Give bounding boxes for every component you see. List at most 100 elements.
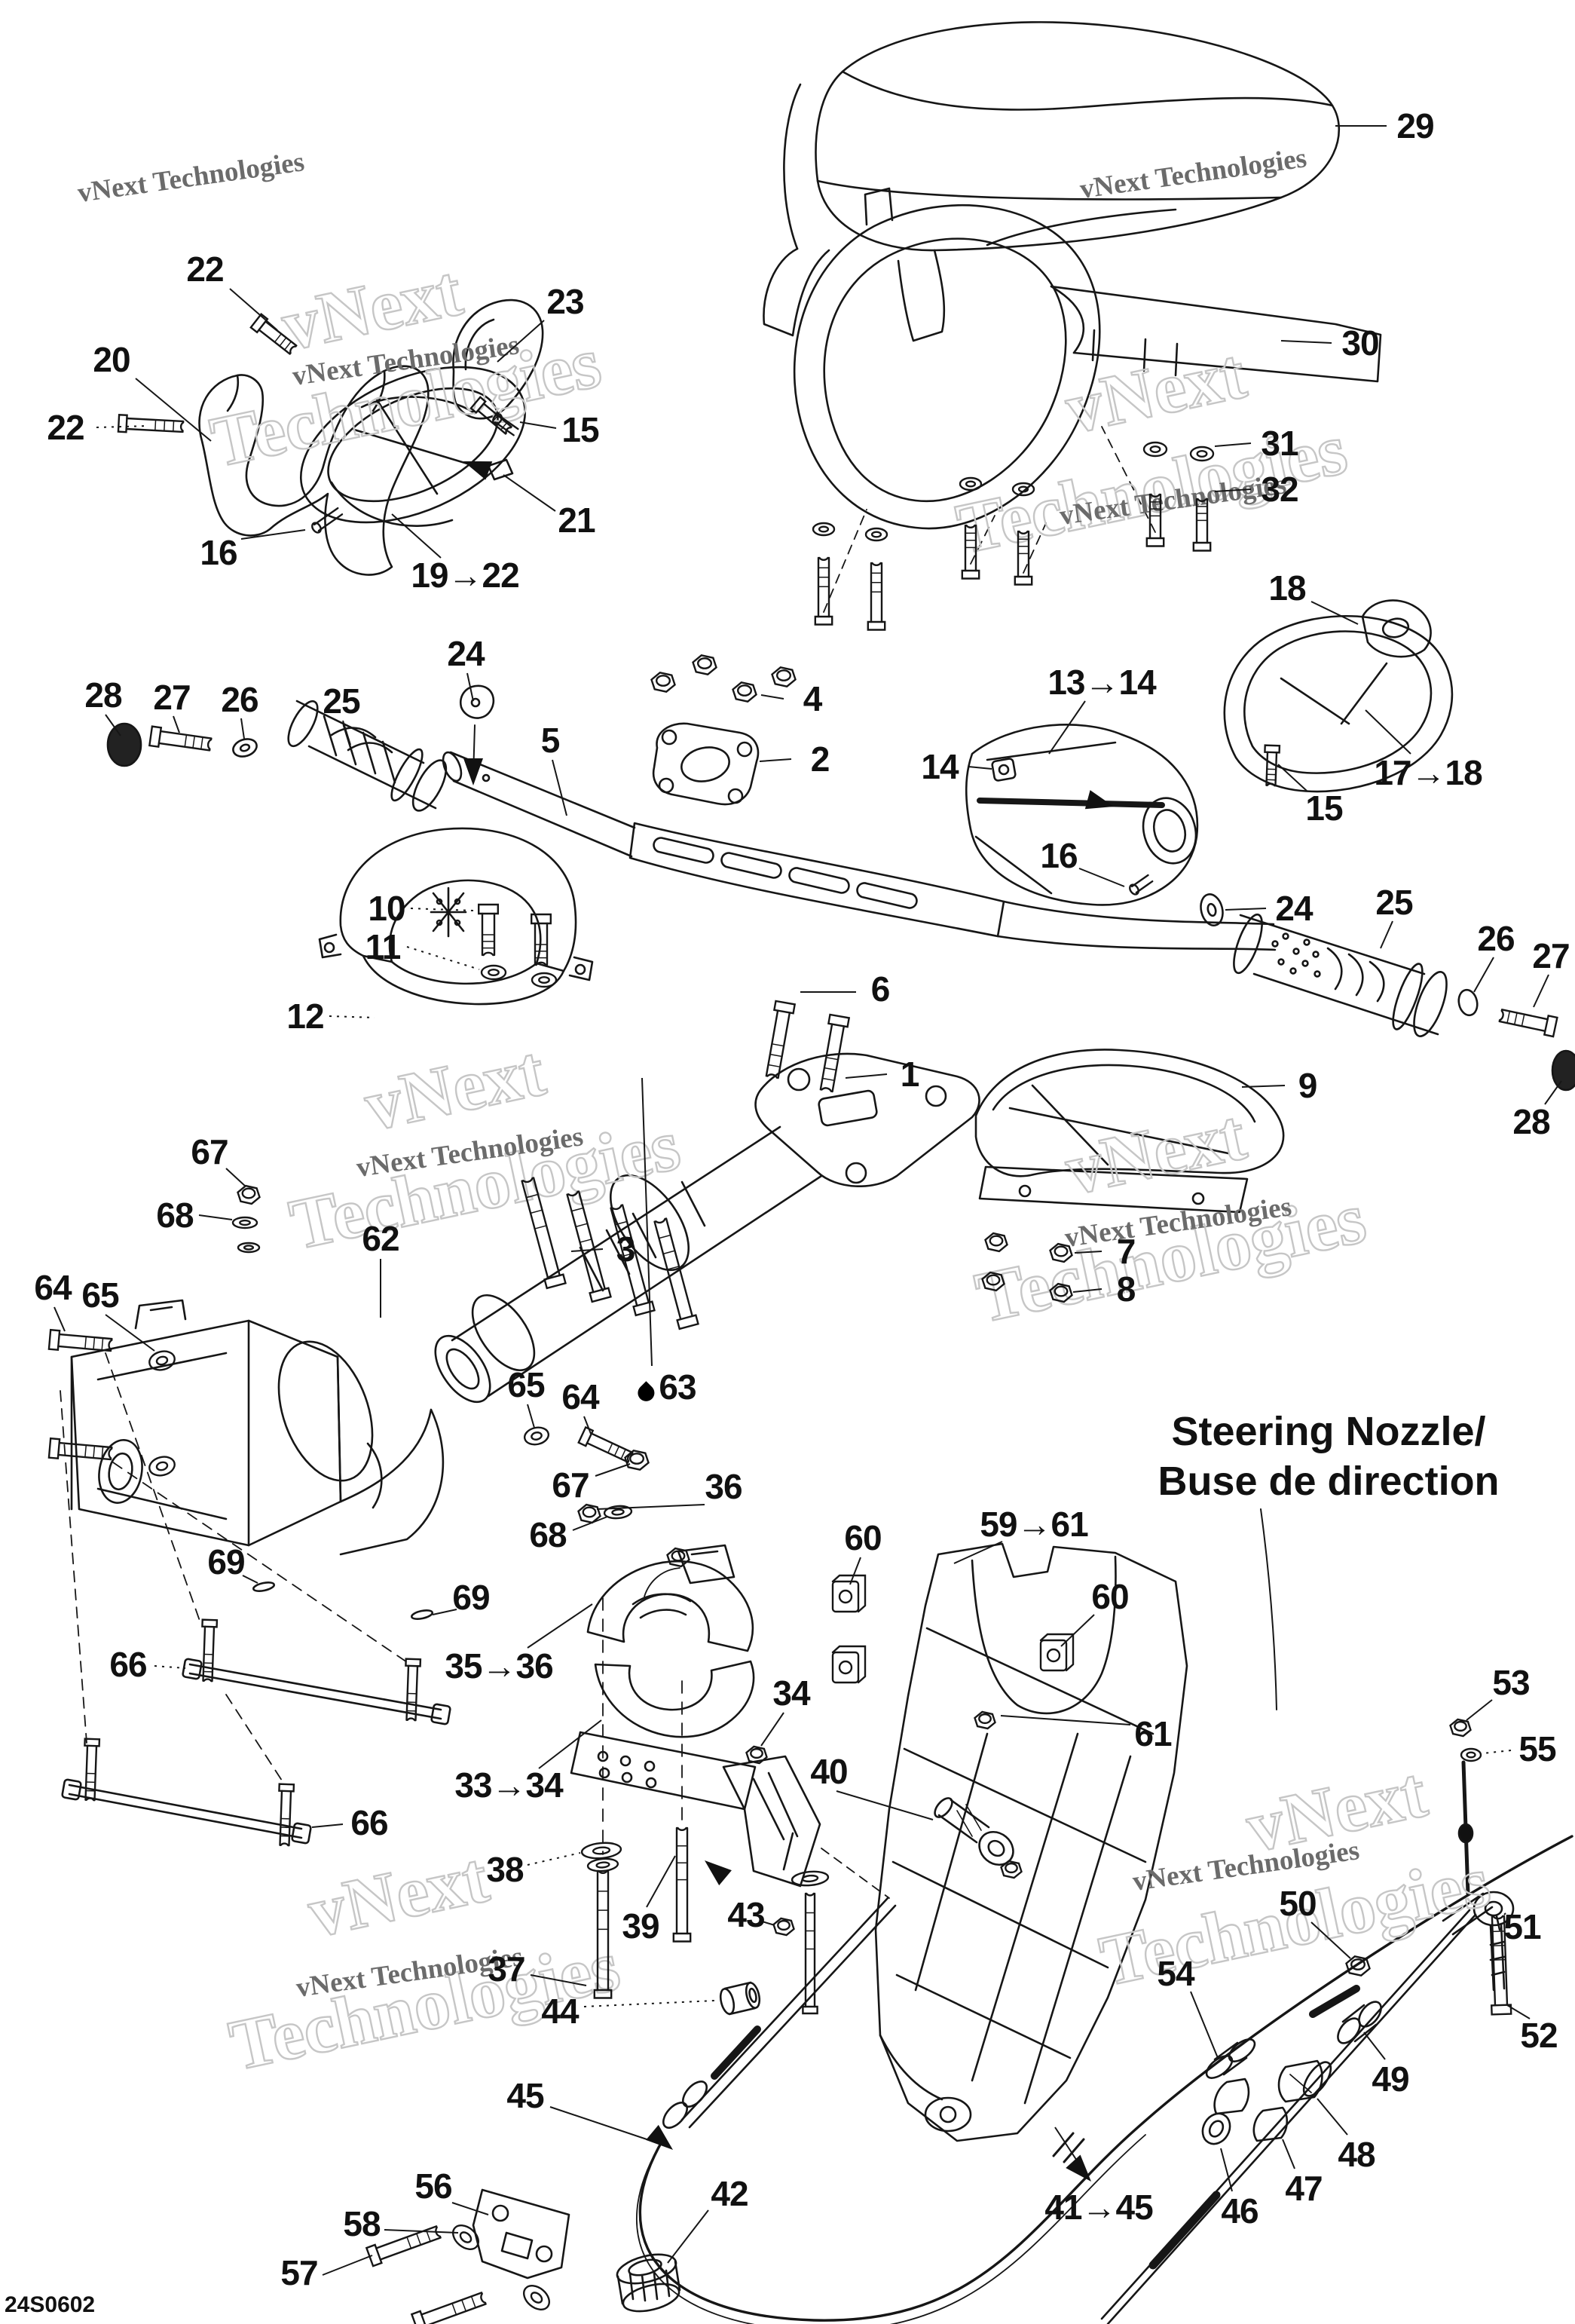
cable-bracket-art bbox=[472, 2188, 570, 2280]
callout-53: 53 bbox=[1492, 1663, 1530, 1702]
callout-45: 45 bbox=[506, 2076, 544, 2115]
callout-67: 67 bbox=[552, 1465, 589, 1505]
callout-66: 66 bbox=[109, 1645, 147, 1684]
callout-25: 25 bbox=[1375, 883, 1413, 922]
callout-69: 69 bbox=[452, 1578, 490, 1617]
hardware-art bbox=[47, 313, 1558, 2324]
callout-42: 42 bbox=[711, 2174, 748, 2213]
oil-drop-icon bbox=[634, 1381, 658, 1405]
callout-59-61: 59→61 bbox=[980, 1505, 1088, 1544]
svg-text:vNext Technologies: vNext Technologies bbox=[75, 146, 306, 209]
callout-27: 27 bbox=[153, 678, 191, 717]
callout-15: 15 bbox=[561, 410, 599, 449]
leader-lines bbox=[54, 125, 1562, 2276]
callout-3: 3 bbox=[616, 1229, 636, 1269]
clamp-axis-dashes bbox=[602, 1597, 683, 1855]
callout-68: 68 bbox=[156, 1196, 194, 1235]
callout-67: 67 bbox=[191, 1132, 228, 1171]
callout-31: 31 bbox=[1261, 424, 1298, 463]
callout-28: 28 bbox=[84, 675, 122, 715]
callout-23: 23 bbox=[546, 282, 584, 321]
callout-2: 2 bbox=[810, 739, 830, 779]
watermark: vNext Technologies bbox=[1078, 142, 1308, 205]
callout-48: 48 bbox=[1338, 2135, 1375, 2174]
callout-17-18: 17→18 bbox=[1374, 753, 1482, 792]
callout-27: 27 bbox=[1532, 936, 1570, 975]
callout-10: 10 bbox=[368, 889, 405, 928]
callout-43: 43 bbox=[727, 1895, 765, 1934]
callout-35-36: 35→36 bbox=[445, 1646, 553, 1686]
callout-44: 44 bbox=[541, 1992, 579, 2031]
callout-58: 58 bbox=[343, 2204, 381, 2243]
callout-16: 16 bbox=[1040, 836, 1078, 875]
svg-text:vNext Technologies: vNext Technologies bbox=[1078, 142, 1308, 205]
callout-22: 22 bbox=[186, 250, 224, 289]
svg-text:vNext: vNext bbox=[1059, 1094, 1252, 1211]
callout-24: 24 bbox=[1275, 889, 1313, 928]
callout-54: 54 bbox=[1157, 1954, 1194, 1993]
callout-13-14: 13→14 bbox=[1047, 663, 1156, 702]
callout-56: 56 bbox=[414, 2166, 452, 2206]
callout-9: 9 bbox=[1298, 1066, 1318, 1105]
callout-22: 22 bbox=[47, 408, 84, 447]
callout-8: 8 bbox=[1116, 1269, 1136, 1309]
callout-30: 30 bbox=[1341, 323, 1379, 363]
callout-50: 50 bbox=[1279, 1884, 1317, 1923]
steering-nozzle-label-en: Steering Nozzle/ bbox=[1171, 1409, 1486, 1455]
steering-nozzle-label: Steering Nozzle/ Buse de direction bbox=[1158, 1407, 1499, 1507]
callout-60: 60 bbox=[1091, 1577, 1129, 1616]
handlebar-art bbox=[442, 751, 1277, 951]
callout-41-45: 41→45 bbox=[1044, 2188, 1153, 2227]
callout-19-22: 19→22 bbox=[411, 556, 519, 595]
callout-33-34: 33→34 bbox=[454, 1765, 563, 1805]
callout-66: 66 bbox=[350, 1803, 388, 1842]
callout-52: 52 bbox=[1520, 2016, 1558, 2055]
callout-20: 20 bbox=[93, 340, 130, 379]
support-rods-art bbox=[60, 1352, 451, 1845]
callout-40: 40 bbox=[810, 1752, 848, 1791]
callout-60: 60 bbox=[844, 1518, 882, 1557]
cable-bushings-art bbox=[1201, 2001, 1382, 2145]
arrow-markers bbox=[463, 461, 1114, 2182]
callout-28: 28 bbox=[1512, 1102, 1550, 1141]
callout-29: 29 bbox=[1396, 106, 1434, 145]
callout-57: 57 bbox=[280, 2253, 318, 2292]
callout-65: 65 bbox=[507, 1365, 545, 1404]
drawing-number: 24S0602 bbox=[5, 2292, 96, 2317]
mirror-bracket-art bbox=[198, 299, 544, 576]
callout-21: 21 bbox=[558, 501, 595, 540]
callout-24: 24 bbox=[447, 634, 485, 673]
cable-clamp-art bbox=[570, 1544, 821, 1888]
right-grip-art bbox=[1200, 893, 1575, 1092]
callout-12: 12 bbox=[286, 997, 324, 1036]
alignment-dashes bbox=[823, 426, 1156, 613]
callout-55: 55 bbox=[1518, 1729, 1556, 1768]
callout-61: 61 bbox=[1134, 1714, 1172, 1753]
callout-65: 65 bbox=[81, 1275, 119, 1315]
svg-text:vNext: vNext bbox=[301, 1836, 495, 1953]
left-grip-art bbox=[106, 700, 448, 812]
steering-nozzle-label-fr: Buse de direction bbox=[1158, 1459, 1500, 1504]
callout-51: 51 bbox=[1503, 1907, 1541, 1946]
callout-38: 38 bbox=[486, 1850, 524, 1889]
callout-32: 32 bbox=[1261, 470, 1298, 509]
callout-37: 37 bbox=[488, 1949, 525, 1989]
callout-36: 36 bbox=[705, 1467, 742, 1506]
shift-lever-art bbox=[974, 1049, 1285, 1214]
steering-housing-art bbox=[70, 1299, 445, 1556]
callout-62: 62 bbox=[362, 1219, 399, 1258]
callout-5: 5 bbox=[540, 721, 561, 760]
lower-cover-art bbox=[793, 187, 1382, 530]
callout-18: 18 bbox=[1268, 568, 1306, 608]
callout-68: 68 bbox=[529, 1515, 567, 1554]
callout-26: 26 bbox=[221, 680, 258, 719]
callout-14: 14 bbox=[921, 747, 959, 786]
callout-49: 49 bbox=[1372, 2059, 1409, 2099]
cable-nut-art bbox=[616, 2253, 681, 2313]
callout-11: 11 bbox=[365, 927, 402, 966]
callout-64: 64 bbox=[561, 1377, 599, 1416]
